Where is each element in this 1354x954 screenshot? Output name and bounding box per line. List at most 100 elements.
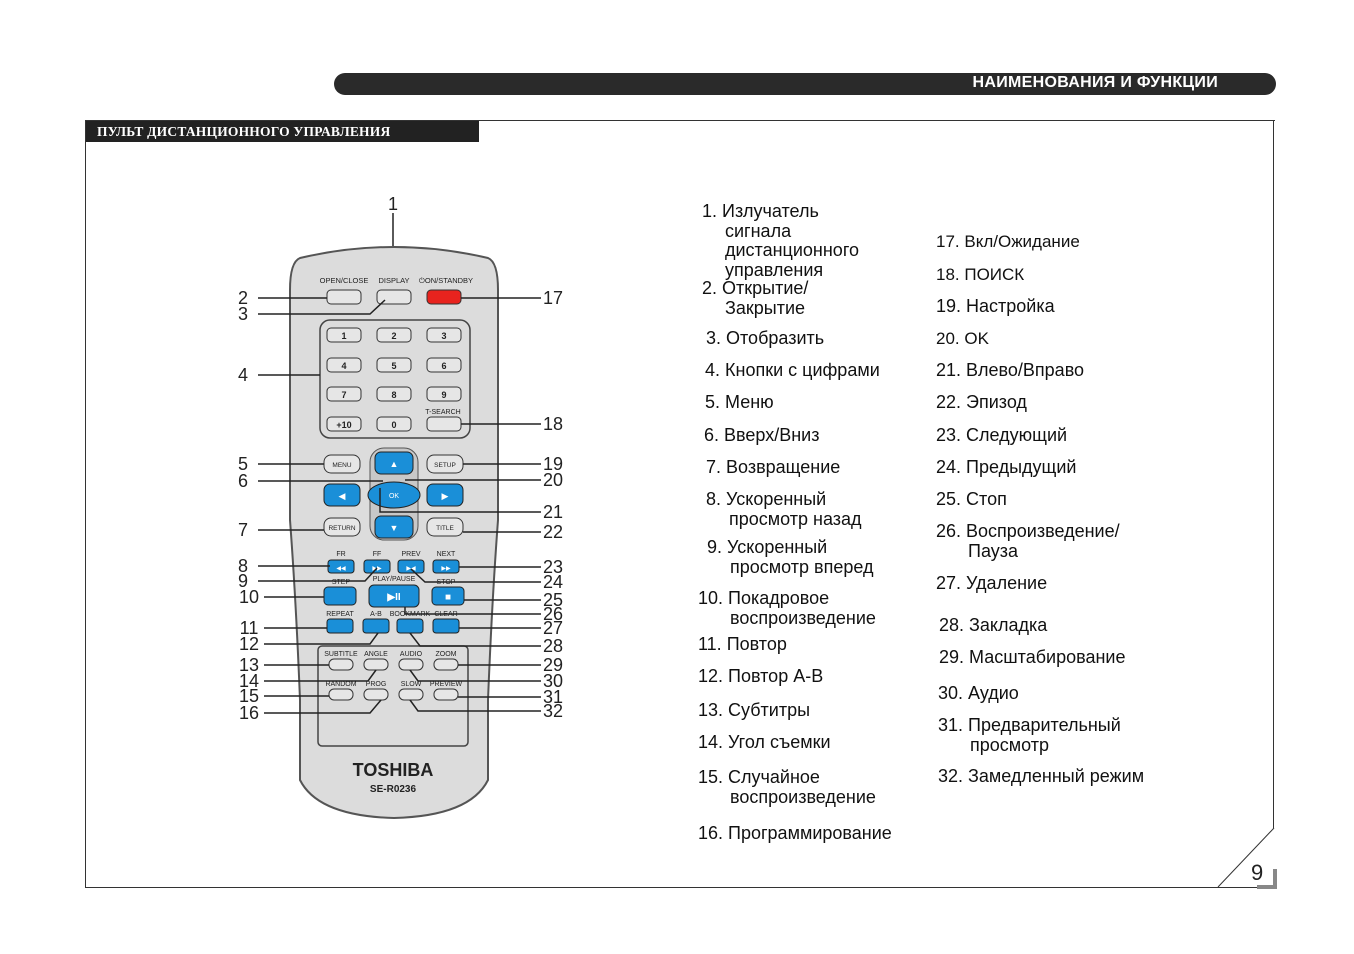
func-right-item-23: 23. Следующий (936, 425, 1067, 446)
right-button[interactable] (426, 483, 464, 507)
function-text: 17. Вкл/Ожидание (936, 232, 1080, 251)
digit-button-0[interactable] (376, 416, 412, 432)
lower-button-slow[interactable] (398, 688, 424, 701)
callout-number-18: 18 (543, 414, 563, 434)
row-button-clear[interactable] (432, 618, 460, 634)
func-left-item-4: 4. Кнопки с цифрами (705, 360, 880, 381)
func-right-item-18: 18. ПОИСК (936, 265, 1024, 285)
row-button-a-b[interactable] (362, 618, 390, 634)
func-right-item-17: 17. Вкл/Ожидание (936, 232, 1080, 252)
func-right-item-28: 28. Закладка (939, 615, 1047, 636)
transport-button-ff[interactable] (363, 559, 391, 574)
func-left-item-7: 7. Возвращение (706, 457, 840, 478)
frame-right-edge (1273, 120, 1274, 828)
function-text: 5. Меню (705, 392, 774, 412)
row-button-bookmark[interactable] (396, 618, 424, 634)
digit-button-+10[interactable] (326, 416, 362, 432)
transport-label-next: NEXT (437, 551, 456, 558)
func-left-item-5: 5. Меню (705, 392, 774, 413)
display-label: DISPLAY (378, 276, 409, 285)
t-search-button[interactable] (426, 416, 462, 432)
callout-number-8: 8 (238, 556, 248, 576)
callout-line-21 (379, 488, 541, 513)
lower-button-audio[interactable] (398, 658, 424, 671)
function-text: 19. Настройка (936, 296, 1055, 316)
function-text: 11. Повтор (698, 634, 787, 654)
func-right-item-26: 26. Воспроизведение/Пауза (936, 521, 1120, 561)
callout-number-14: 14 (239, 671, 259, 691)
t-search-label: T-SEARCH (425, 409, 460, 416)
lower-button-random[interactable] (328, 688, 354, 701)
left-button[interactable] (323, 483, 361, 507)
callout-number-5: 5 (238, 454, 248, 474)
play-pause-button[interactable] (368, 584, 420, 608)
callout-number-22: 22 (543, 522, 563, 542)
digit-button-4[interactable] (326, 357, 362, 373)
digit-button-7[interactable] (326, 386, 362, 402)
digit-label: 7 (341, 390, 346, 400)
callout-number-15: 15 (239, 686, 259, 706)
callout-line-9 (258, 567, 378, 582)
digit-button-8[interactable] (376, 386, 412, 402)
lower-button-subtitle[interactable] (328, 658, 354, 671)
title-button[interactable] (426, 517, 464, 537)
digit-button-1[interactable] (326, 327, 362, 343)
stop-button[interactable] (431, 586, 465, 606)
row-button-repeat[interactable] (326, 618, 354, 634)
function-text: 20. OK (936, 329, 989, 348)
callout-number-2: 2 (238, 288, 248, 308)
step-button[interactable] (323, 586, 357, 606)
row-label-a-b: A-B (370, 611, 382, 618)
transport-icon: ▶▶ (441, 566, 451, 572)
function-text: 16. Программирование (698, 823, 892, 843)
function-text: 15. Случайное (698, 767, 820, 787)
ok-button[interactable] (367, 481, 421, 509)
model-label: SE-R0236 (370, 784, 417, 795)
function-text-cont: дистанционного (725, 240, 859, 260)
section-title: ПУЛЬТ ДИСТАНЦИОННОГО УПРАВЛЕНИЯ (86, 121, 479, 142)
transport-icon: ▶▶ (372, 566, 382, 572)
on-standby-button[interactable] (426, 289, 462, 305)
setup-label: SETUP (434, 462, 456, 469)
digit-button-9[interactable] (426, 386, 462, 402)
digit-button-2[interactable] (376, 327, 412, 343)
digit-button-5[interactable] (376, 357, 412, 373)
header-bar: НАИМЕНОВАНИЯ И ФУНКЦИИ (334, 73, 1276, 95)
lower-button-zoom[interactable] (433, 658, 459, 671)
function-text-cont: воспроизведение (730, 786, 876, 807)
function-text: 22. Эпизод (936, 392, 1027, 412)
function-text: 6. Вверх/Вниз (704, 425, 820, 445)
return-button[interactable] (323, 517, 361, 537)
func-right-item-21: 21. Влево/Вправо (936, 360, 1084, 381)
lower-button-angle[interactable] (363, 658, 389, 671)
function-text: 12. Повтор А-В (698, 666, 824, 686)
up-button[interactable] (374, 451, 414, 475)
function-text-cont: просмотр (970, 734, 1050, 755)
lower-label-preview: PREVIEW (430, 681, 463, 688)
display-button[interactable] (376, 289, 412, 305)
transport-button-prev[interactable] (397, 559, 425, 574)
callout-line-26 (404, 607, 541, 615)
open-close-button[interactable] (326, 289, 362, 305)
func-right-item-20: 20. OK (936, 329, 989, 349)
function-text: 1. Излучатель (702, 201, 819, 221)
func-left-item-6: 6. Вверх/Вниз (704, 425, 820, 446)
function-text: 26. Воспроизведение/ (936, 521, 1120, 541)
row-label-repeat: REPEAT (326, 611, 354, 618)
digit-label: +10 (336, 420, 351, 430)
lower-button-prog[interactable] (363, 688, 389, 701)
callout-line-32 (409, 699, 541, 712)
lower-button-preview[interactable] (433, 688, 459, 701)
function-text: 2. Открытие/ (702, 278, 809, 298)
func-right-item-29: 29. Масштабирование (939, 647, 1126, 668)
function-text: 29. Масштабирование (939, 647, 1126, 667)
function-text-cont: Пауза (968, 540, 1019, 561)
function-text-cont: воспроизведение (730, 607, 876, 628)
digit-button-3[interactable] (426, 327, 462, 343)
header-title: НАИМЕНОВАНИЯ И ФУНКЦИИ (972, 74, 1218, 91)
callout-number-4: 4 (238, 365, 248, 385)
digit-button-6[interactable] (426, 357, 462, 373)
down-button[interactable] (374, 515, 414, 539)
right-arrow-icon: ▶ (442, 491, 449, 501)
